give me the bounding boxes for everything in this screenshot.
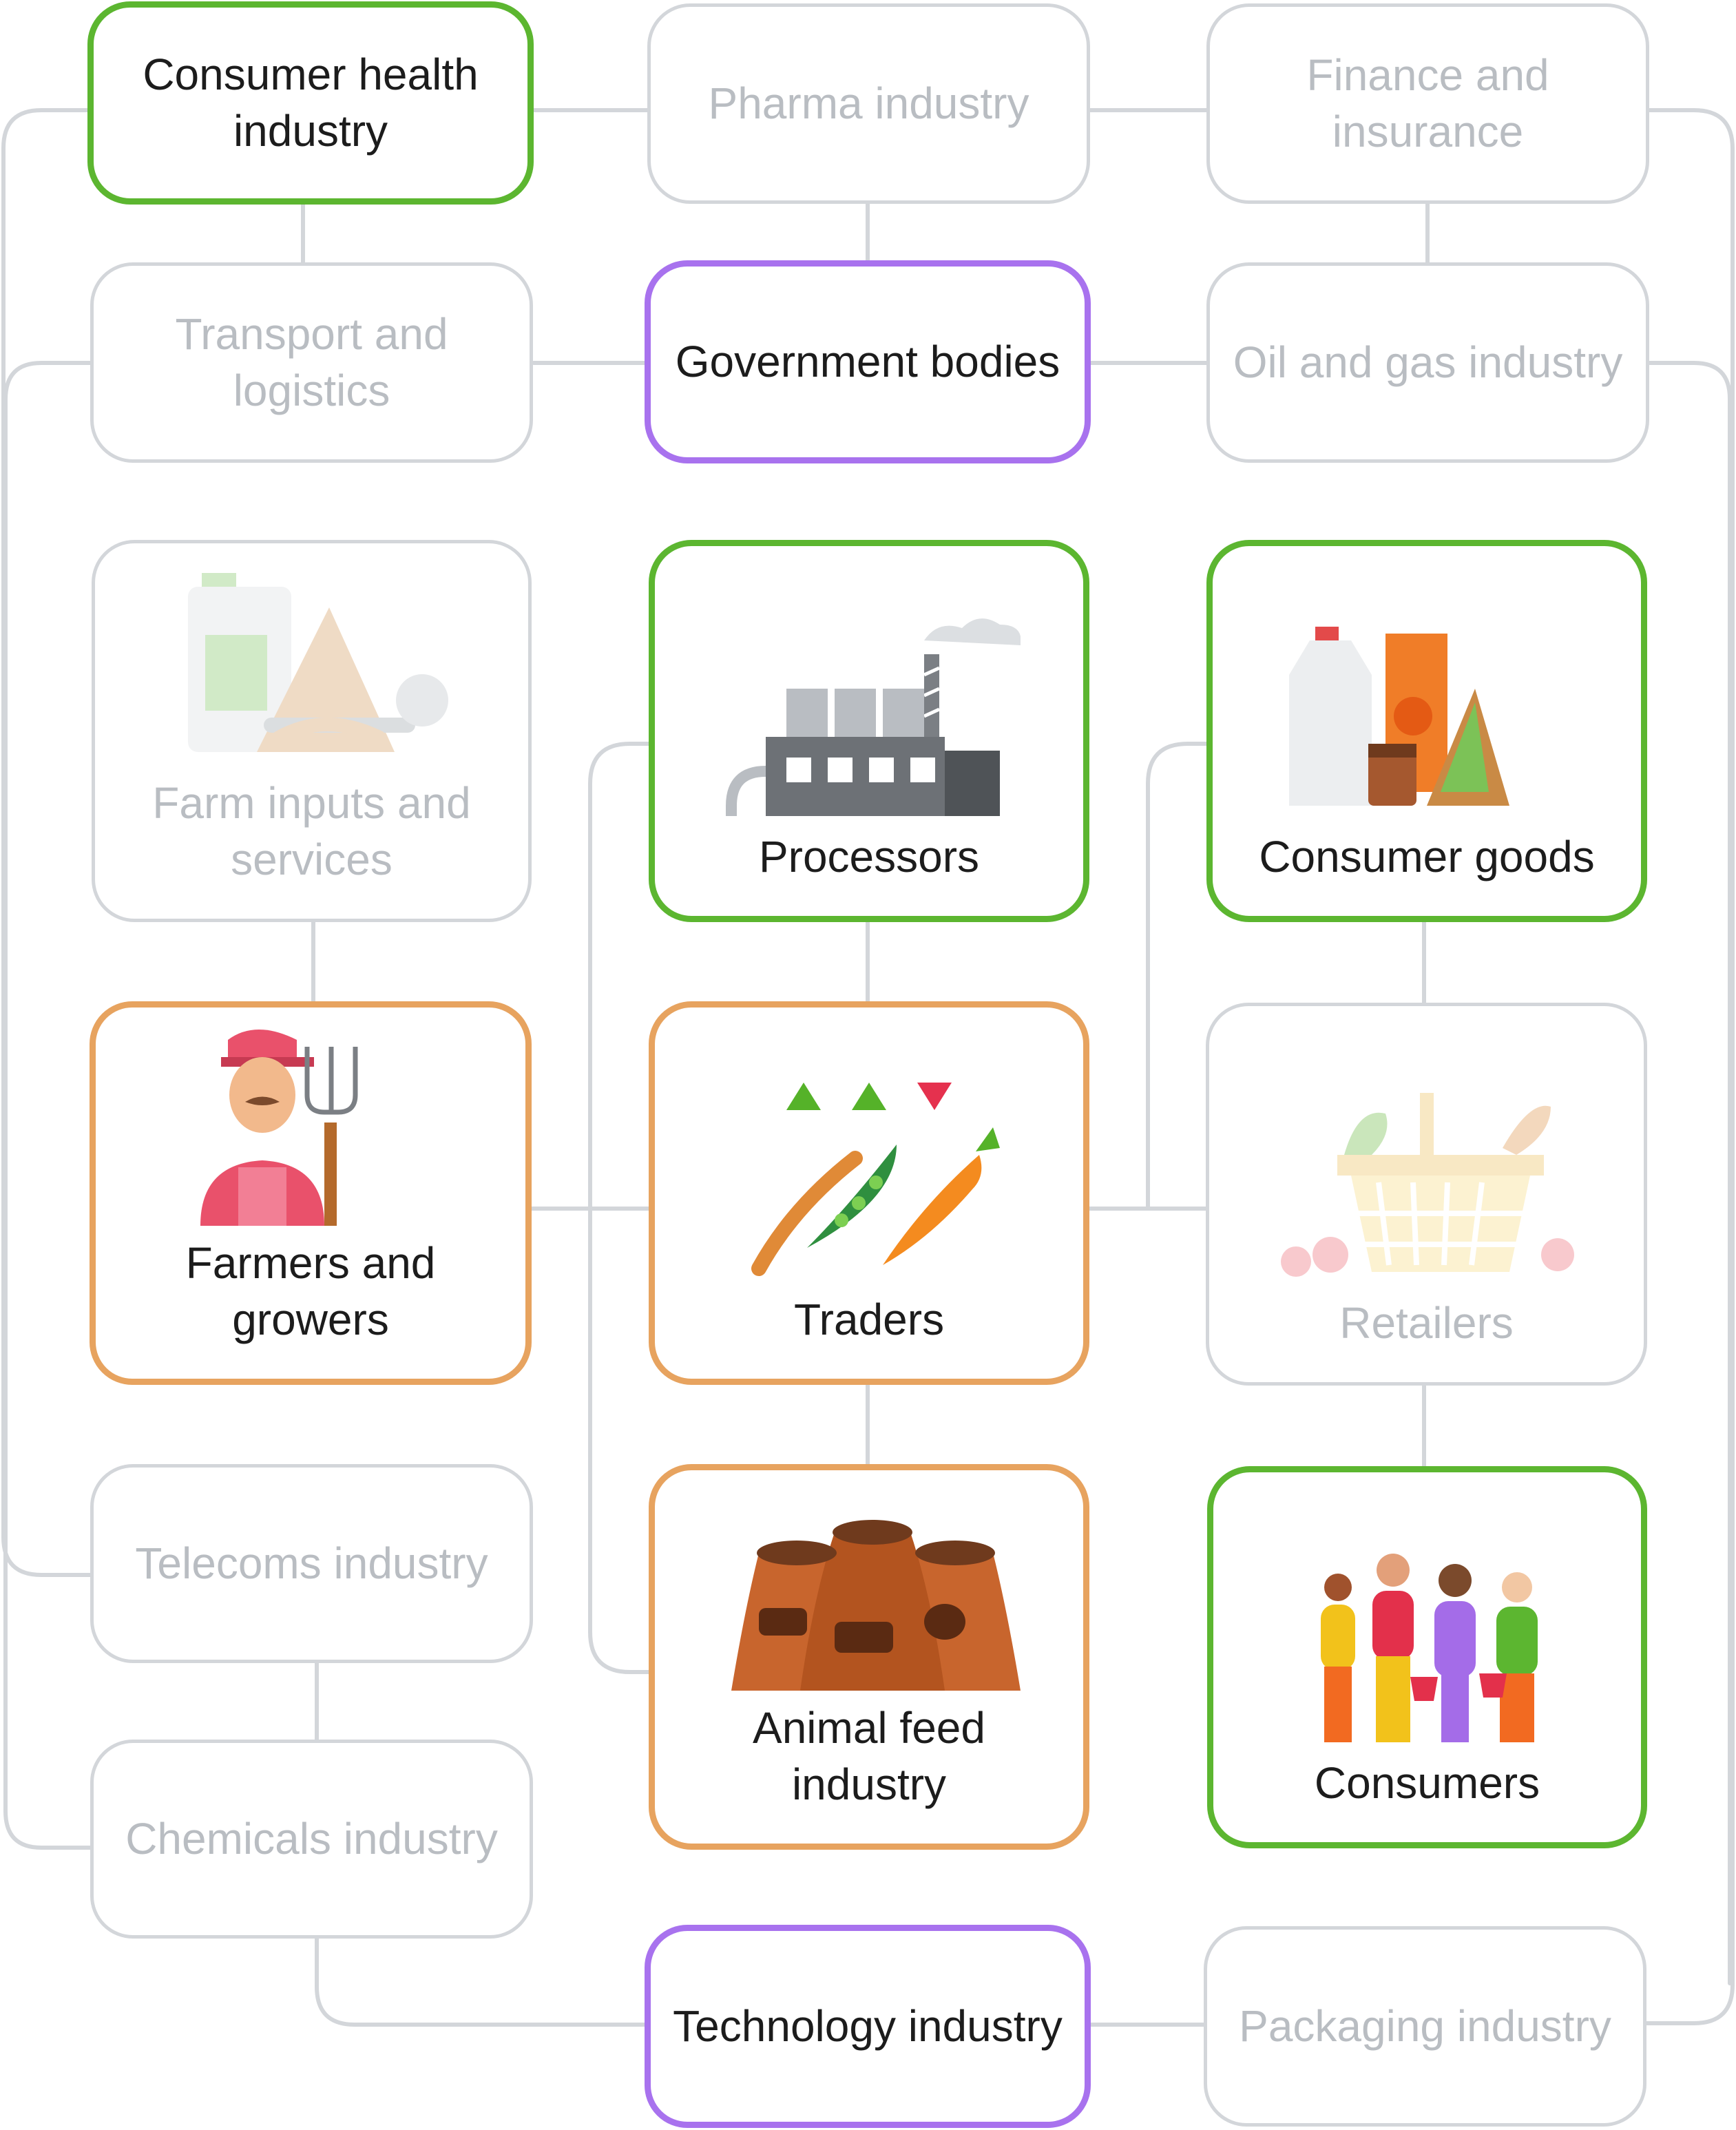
node-consumer-goods[interactable]: Consumer goods xyxy=(1206,540,1647,922)
node-label: Traders xyxy=(793,1295,945,1345)
node-label: Telecoms industry xyxy=(135,1538,488,1588)
node-finance-and-insurance[interactable]: Finance and insurance xyxy=(1206,3,1649,204)
node-label: Animal feed industry xyxy=(753,1703,985,1810)
node-label: Consumers xyxy=(1314,1758,1540,1808)
node-label: Finance and insurance xyxy=(1306,50,1549,156)
node-label: Consumer health industry xyxy=(143,49,479,156)
node-traders[interactable]: Traders xyxy=(649,1001,1089,1385)
node-packaging-industry[interactable]: Packaging industry xyxy=(1204,1926,1646,2127)
node-label: Transport and logistics xyxy=(175,309,448,415)
node-farmers-and-growers[interactable]: Farmers and growers xyxy=(90,1001,532,1385)
node-animal-feed-industry[interactable]: Animal feed industry xyxy=(649,1464,1089,1850)
node-processors[interactable]: Processors xyxy=(649,540,1089,922)
node-oil-and-gas-industry[interactable]: Oil and gas industry xyxy=(1206,262,1649,463)
node-label: Processors xyxy=(758,832,980,882)
node-farm-inputs-and-services[interactable]: Farm inputs and services xyxy=(92,540,532,922)
node-label: Retailers xyxy=(1339,1298,1514,1348)
node-retailers[interactable]: Retailers xyxy=(1206,1003,1647,1386)
node-label: Farmers and growers xyxy=(185,1238,436,1345)
node-pharma-industry[interactable]: Pharma industry xyxy=(647,3,1090,204)
factory-icon xyxy=(726,618,1021,817)
shopping-basket-icon xyxy=(1280,1093,1574,1277)
node-chemicals-industry[interactable]: Chemicals industry xyxy=(90,1740,533,1939)
node-label: Farm inputs and services xyxy=(152,778,471,885)
node-label: Chemicals industry xyxy=(125,1813,498,1863)
node-label: Packaging industry xyxy=(1239,2001,1611,2051)
farm-inputs-icon xyxy=(187,573,448,753)
node-transport-and-logistics[interactable]: Transport and logistics xyxy=(90,262,533,463)
node-consumer-health-industry[interactable]: Consumer health industry xyxy=(87,1,534,205)
node-consumers[interactable]: Consumers xyxy=(1207,1466,1647,1848)
node-label: Pharma industry xyxy=(708,78,1029,128)
node-technology-industry[interactable]: Technology industry xyxy=(645,1925,1091,2128)
feed-sacks-icon xyxy=(731,1520,1021,1691)
node-government-bodies[interactable]: Government bodies xyxy=(645,260,1091,463)
crops-market-icon xyxy=(751,1083,1000,1277)
node-label: Technology industry xyxy=(673,2001,1063,2051)
farmer-icon xyxy=(200,1030,358,1226)
people-group-icon xyxy=(1320,1554,1538,1743)
node-label: Consumer goods xyxy=(1259,832,1595,882)
node-telecoms-industry[interactable]: Telecoms industry xyxy=(90,1464,533,1663)
node-label: Oil and gas industry xyxy=(1233,337,1623,387)
groceries-icon xyxy=(1289,627,1509,806)
node-label: Government bodies xyxy=(675,336,1060,386)
